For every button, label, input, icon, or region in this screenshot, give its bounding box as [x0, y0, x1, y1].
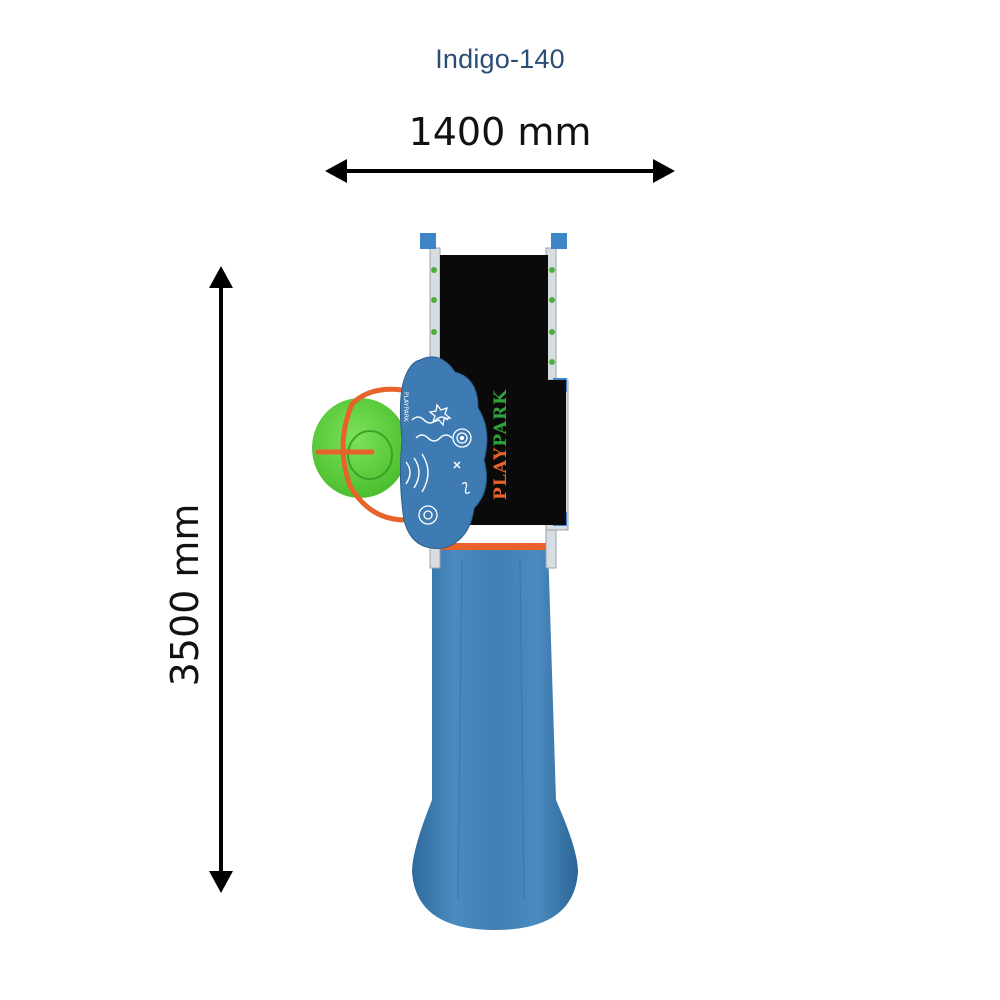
- upper-deck: [440, 255, 548, 380]
- slide-entry-bar: [438, 543, 550, 550]
- brand-logo: PLAYPARK: [491, 389, 511, 500]
- bolts: [431, 267, 555, 365]
- width-dimension-label: 1400 mm: [408, 110, 592, 154]
- height-dimension-arrow: [209, 266, 233, 893]
- width-dimension-arrow: [325, 159, 675, 183]
- activity-panel: PLAYPARK: [399, 356, 488, 549]
- steering-wheel: [312, 386, 408, 523]
- spiral-icon: [452, 428, 472, 448]
- panel-logo: PLAYPARK: [402, 392, 409, 423]
- slide: [412, 545, 578, 930]
- wave-icon: [411, 416, 449, 424]
- star-icon: [428, 403, 452, 427]
- brand-part-park: PARK: [491, 389, 511, 447]
- svg-text:PLAYPARK: PLAYPARK: [491, 389, 511, 500]
- product-title: Indigo-140: [435, 44, 565, 74]
- brand-part-play: PLAY: [491, 447, 511, 500]
